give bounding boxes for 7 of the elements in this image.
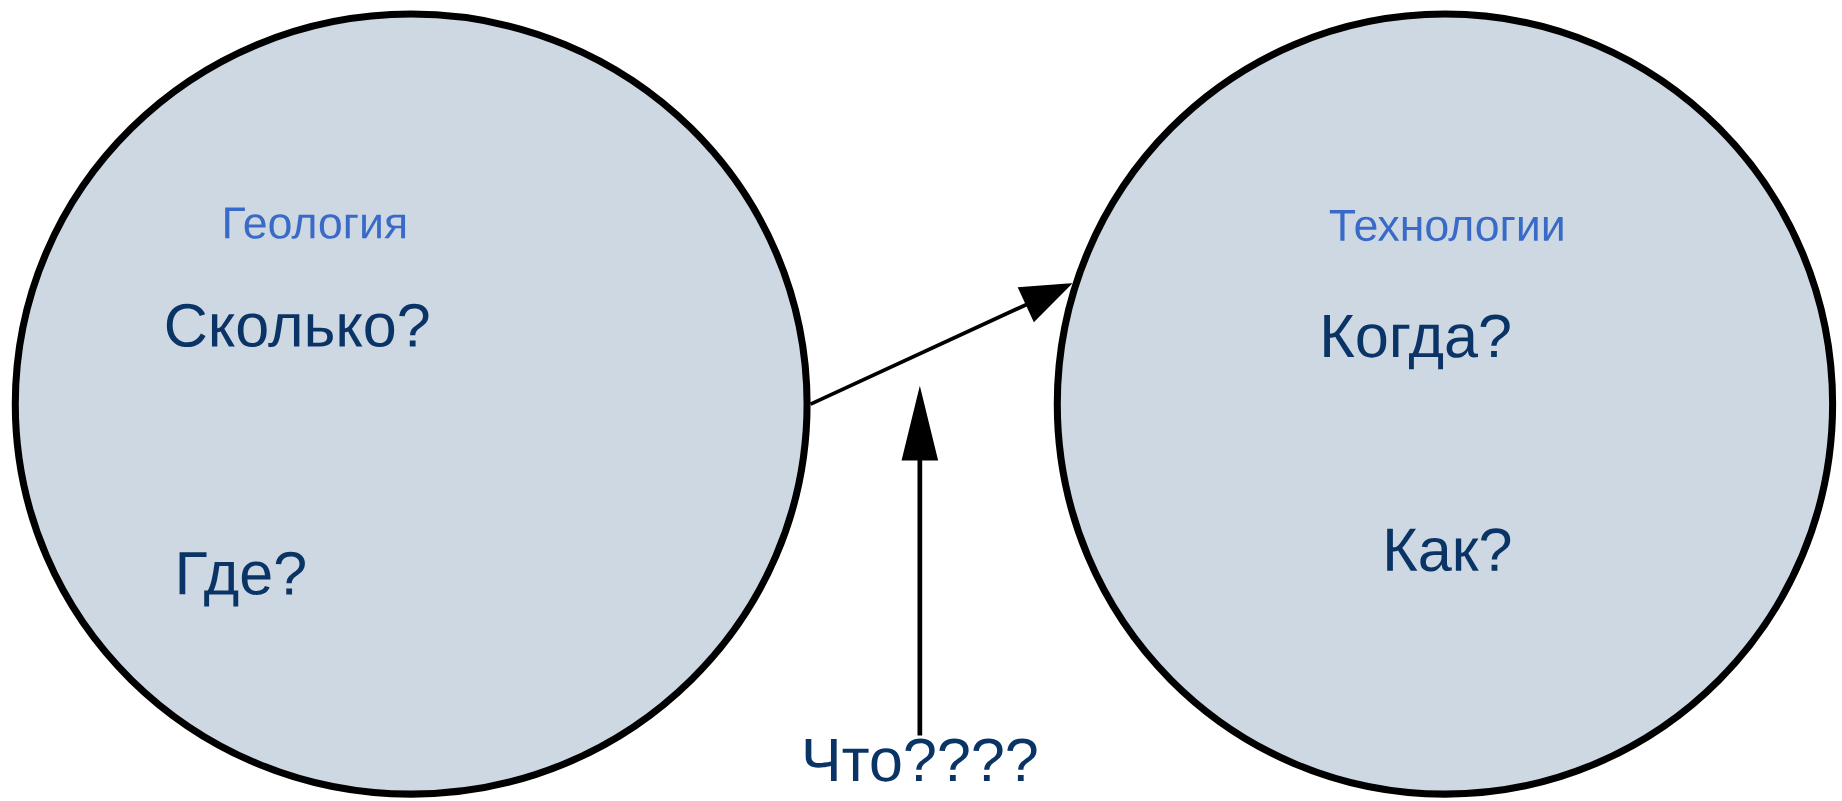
heading-text: Геология [225, 207, 406, 239]
question-text: Сколько? [166, 303, 429, 347]
heading-text: Технологии [1329, 209, 1563, 242]
question-text: Где? [179, 551, 305, 607]
question-text: Как? [1387, 528, 1511, 572]
label-text: Что???? [805, 738, 1037, 782]
question-text: Когда? [1324, 314, 1510, 370]
